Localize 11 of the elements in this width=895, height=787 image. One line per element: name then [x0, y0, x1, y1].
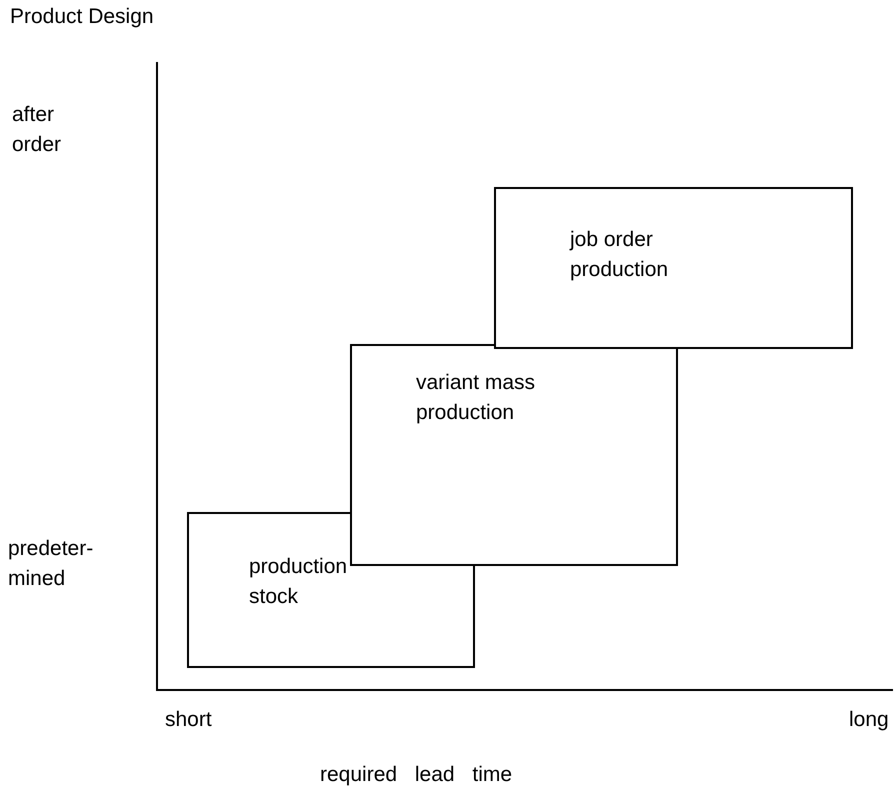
axis-label: short [165, 707, 213, 733]
axis-title: Product Design [10, 4, 155, 30]
axis-title: required lead time [320, 762, 514, 787]
box-label: production stock [249, 554, 348, 610]
category-box [494, 187, 853, 349]
box-label: job order production [570, 227, 670, 283]
axis-label: after order [12, 102, 62, 158]
axis-label: long [849, 707, 890, 733]
box-label: variant mass production [416, 370, 536, 426]
category-box [350, 344, 678, 566]
axis-label: predeter- mined [8, 536, 94, 592]
